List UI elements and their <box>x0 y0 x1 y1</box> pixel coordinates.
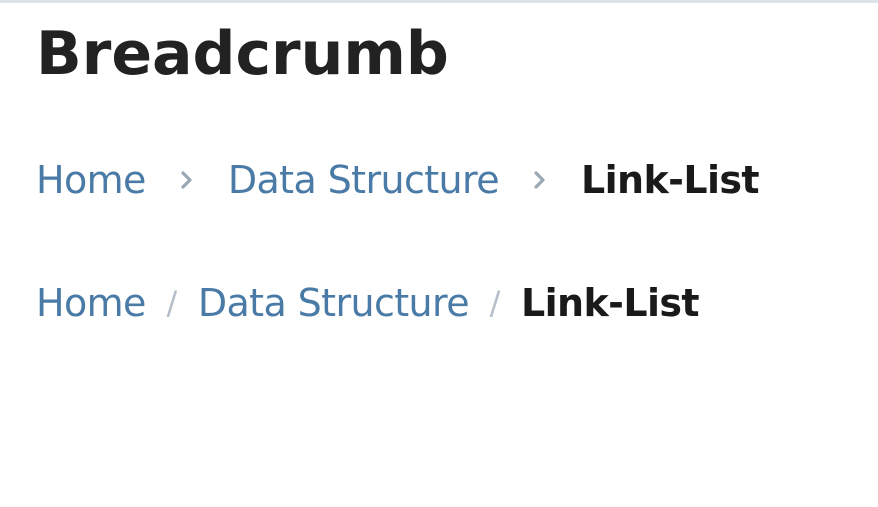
breadcrumb-slash: Home / Data Structure / Link-List <box>36 273 700 333</box>
top-border <box>0 0 878 3</box>
breadcrumb-current-link-list: Link-List <box>581 158 760 202</box>
breadcrumb-current-link-list: Link-List <box>521 281 700 325</box>
breadcrumb-link-home[interactable]: Home <box>36 158 146 202</box>
breadcrumb-chevron: Home Data Structure Link-List <box>36 150 760 210</box>
breadcrumb-separator: / <box>166 284 178 322</box>
chevron-right-icon <box>499 160 581 200</box>
chevron-right-icon <box>146 160 228 200</box>
breadcrumb-separator: / <box>489 284 501 322</box>
breadcrumb-link-data-structure[interactable]: Data Structure <box>197 281 470 325</box>
breadcrumb-link-data-structure[interactable]: Data Structure <box>227 158 500 202</box>
page-title: Breadcrumb <box>36 19 449 89</box>
breadcrumb-link-home[interactable]: Home <box>36 281 146 325</box>
